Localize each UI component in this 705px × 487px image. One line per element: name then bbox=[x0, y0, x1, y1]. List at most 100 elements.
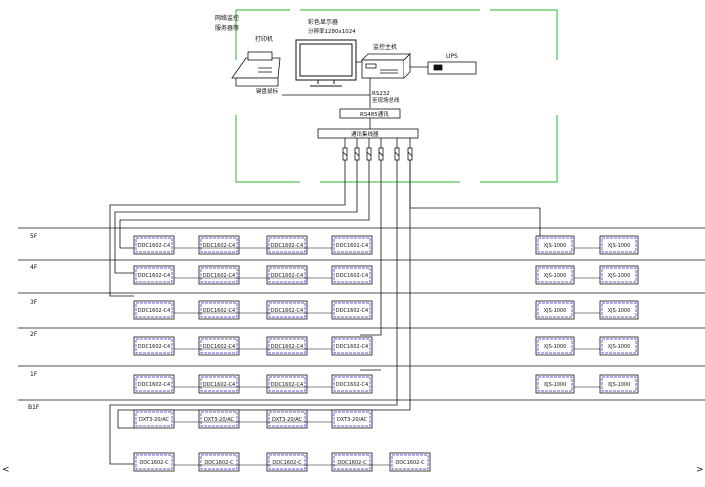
controller-box: DDC1602-C4 bbox=[198, 374, 240, 394]
controller-box: XJS-1000 bbox=[599, 265, 639, 285]
controller-box: DDC1602-C4 bbox=[198, 300, 240, 320]
controller-label: XJS-1000 bbox=[544, 273, 567, 279]
controller-label: DDC1602-C4 bbox=[336, 382, 368, 388]
controller-box: XJS-1000 bbox=[599, 300, 639, 320]
hub-label: 通讯集线器 bbox=[351, 130, 379, 138]
controller-label: XJS-1000 bbox=[544, 243, 567, 249]
hub-box bbox=[317, 128, 419, 139]
controller-label: XJS-1000 bbox=[608, 382, 631, 388]
controller-box: DDC1602-C4 bbox=[331, 300, 373, 320]
controller-box: DDC1602-C4 bbox=[133, 235, 175, 255]
controller-label: DXT3-20/AC bbox=[272, 417, 303, 423]
controller-label: XJS-1000 bbox=[544, 308, 567, 314]
controller-box: DDC1602-C4 bbox=[331, 265, 373, 285]
corner-mark: < bbox=[2, 465, 10, 475]
monitor-icon bbox=[295, 39, 357, 87]
controller-box: DDC1602-C4 bbox=[266, 265, 308, 285]
controller-label: DDC1602-C bbox=[337, 460, 367, 466]
controller-box: DXT3-20/AC bbox=[198, 409, 240, 429]
controller-label: XJS-1000 bbox=[544, 344, 567, 350]
controller-box: DDC1602-C4 bbox=[266, 235, 308, 255]
controller-box: XJS-1000 bbox=[599, 374, 639, 394]
controller-box: DDC1602-C4 bbox=[133, 374, 175, 394]
floor-label: 4F bbox=[30, 264, 38, 271]
controller-box: DDC1602-C4 bbox=[331, 336, 373, 356]
controller-box: DDC1602-C bbox=[389, 452, 431, 472]
controller-label: DDC1602-C bbox=[204, 460, 234, 466]
controller-label: DDC1602-C4 bbox=[336, 344, 368, 350]
controller-box: DXT3-20/AC bbox=[266, 409, 308, 429]
controller-box: DDC1602-C4 bbox=[266, 300, 308, 320]
controller-box: DDC1602-C4 bbox=[331, 235, 373, 255]
controller-label: DDC1602-C4 bbox=[271, 382, 303, 388]
bus-lines bbox=[109, 160, 541, 465]
host-icon bbox=[361, 53, 411, 79]
ups-icon bbox=[427, 61, 477, 75]
link-label-2: 至现场总线 bbox=[372, 96, 400, 104]
controller-label: DDC1602-C4 bbox=[138, 273, 170, 279]
controller-label: DDC1602-C4 bbox=[336, 243, 368, 249]
controller-box: DXT3-20/AC bbox=[133, 409, 175, 429]
controller-box: DDC1602-C4 bbox=[331, 374, 373, 394]
floor-labels: 5F 4F 3F 2F 1F B1F bbox=[28, 233, 40, 411]
controller-box: DDC1602-C4 bbox=[266, 336, 308, 356]
controller-box: DDC1602-C4 bbox=[198, 235, 240, 255]
controller-label: DXT3-20/AC bbox=[204, 417, 235, 423]
controller-label: DDC1602-C4 bbox=[203, 382, 235, 388]
controller-box: XJS-1000 bbox=[599, 336, 639, 356]
controller-box: DDC1602-C bbox=[133, 452, 175, 472]
ups-label: UPS bbox=[446, 53, 458, 60]
corner-mark: > bbox=[696, 465, 704, 475]
controller-label: DDC1602-C4 bbox=[203, 243, 235, 249]
controller-label: DDC1602-C4 bbox=[138, 344, 170, 350]
controller-label: XJS-1000 bbox=[544, 382, 567, 388]
controller-label: XJS-1000 bbox=[608, 344, 631, 350]
link-label-1: RS232 bbox=[372, 91, 390, 97]
hub-ports bbox=[342, 138, 413, 161]
top-label-1: 网络监控 bbox=[215, 14, 239, 22]
floor-label: 5F bbox=[30, 233, 38, 240]
controller-box: DDC1602-C bbox=[331, 452, 373, 472]
controller-label: DDC1602-C4 bbox=[336, 308, 368, 314]
controller-label: DDC1602-C4 bbox=[271, 273, 303, 279]
converter-label: RS485通讯 bbox=[360, 110, 389, 118]
floor-label: 2F bbox=[30, 331, 38, 338]
controller-box: XJS-1000 bbox=[535, 300, 575, 320]
controller-label: DDC1602-C4 bbox=[271, 308, 303, 314]
controller-box: DDC1602-C4 bbox=[133, 265, 175, 285]
controller-box: DXT3-20/AC bbox=[331, 409, 373, 429]
floor-label: 3F bbox=[30, 299, 38, 306]
controller-box: XJS-1000 bbox=[535, 235, 575, 255]
controller-box: DDC1602-C bbox=[266, 452, 308, 472]
printer-label: 打印机 bbox=[255, 35, 273, 43]
controller-label: DDC1602-C4 bbox=[271, 344, 303, 350]
controller-label: DDC1602-C bbox=[139, 460, 169, 466]
floor-lines bbox=[18, 227, 705, 401]
top-label-2: 服务器等 bbox=[215, 24, 239, 32]
monitor-label-2: 分辨率1280x1024 bbox=[308, 27, 356, 35]
controller-box: DDC1602-C4 bbox=[133, 336, 175, 356]
printer-icon bbox=[231, 51, 281, 87]
controller-box: XJS-1000 bbox=[535, 265, 575, 285]
controller-box: DDC1602-C4 bbox=[198, 265, 240, 285]
controller-label: XJS-1000 bbox=[608, 273, 631, 279]
controller-label: DDC1602-C4 bbox=[203, 308, 235, 314]
floor-label: B1F bbox=[28, 404, 40, 411]
controller-label: DXT3-20/AC bbox=[337, 417, 368, 423]
controller-box: DDC1602-C4 bbox=[198, 336, 240, 356]
controller-label: DDC1602-C4 bbox=[138, 243, 170, 249]
control-room-boundary bbox=[235, 9, 558, 183]
keyboard-label: 键盘鼠标 bbox=[256, 87, 279, 95]
monitor-label-1: 彩色显示器 bbox=[308, 18, 338, 26]
host-label: 监控主机 bbox=[373, 43, 397, 51]
controller-label: DDC1602-C bbox=[272, 460, 302, 466]
controller-label: DDC1602-C4 bbox=[203, 273, 235, 279]
controller-box: DDC1602-C4 bbox=[133, 300, 175, 320]
controller-label: XJS-1000 bbox=[608, 243, 631, 249]
floor-label: 1F bbox=[30, 371, 38, 378]
controller-box: DDC1602-C bbox=[198, 452, 240, 472]
control-room-links bbox=[282, 61, 428, 108]
controller-label: DDC1602-C4 bbox=[138, 308, 170, 314]
